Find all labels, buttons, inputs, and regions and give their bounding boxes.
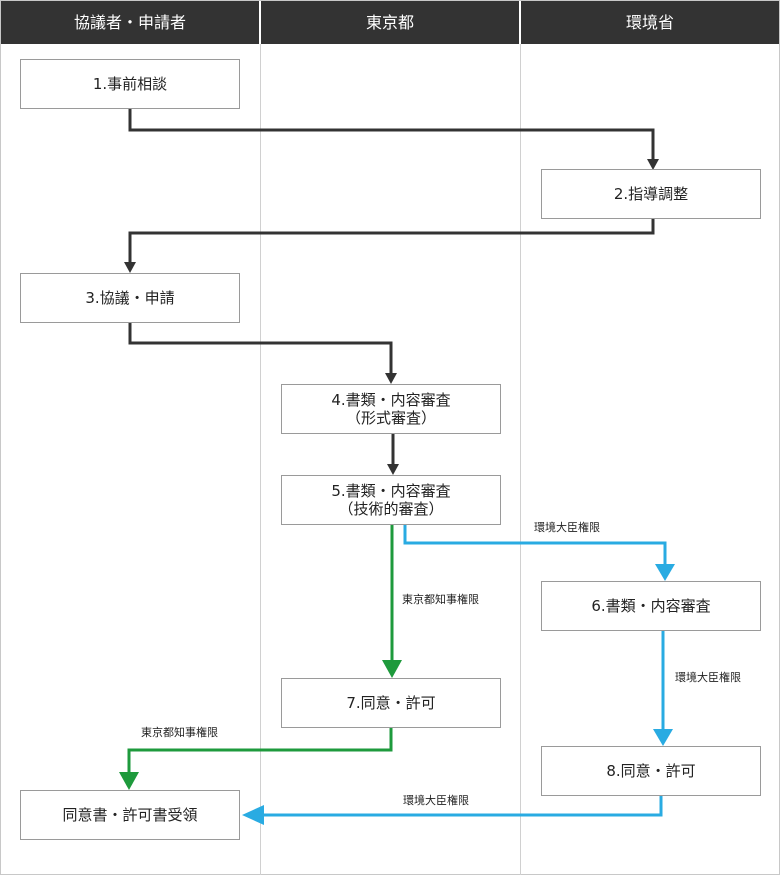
arrow-1-to-2 xyxy=(128,109,655,162)
step-1-box: 1.事前相談 xyxy=(20,59,240,109)
blue-arrowheads xyxy=(242,564,675,825)
step-1-label: 1.事前相談 xyxy=(92,75,168,93)
step-3-box: 3.協議・申請 xyxy=(20,273,240,323)
step-4-label: 4.書類・内容審査 xyxy=(331,391,451,409)
arrowhead-final-green xyxy=(119,772,139,790)
arrowhead-6 xyxy=(655,564,675,581)
label-env-authority-5-6: 環境大臣権限 xyxy=(534,521,600,534)
step-8-box: 8.同意・許可 xyxy=(541,746,761,796)
label-tokyo-authority-7-final: 東京都知事権限 xyxy=(141,726,218,739)
step-5-label: 5.書類・内容審査 xyxy=(331,482,451,500)
label-env-authority-8-final: 環境大臣権限 xyxy=(403,794,469,807)
black-arrowheads xyxy=(124,159,659,475)
arrow-5-to-6 xyxy=(403,524,667,568)
step-3-label: 3.協議・申請 xyxy=(85,289,175,307)
arrowhead-5 xyxy=(387,464,399,475)
arrowhead-7 xyxy=(382,660,402,678)
lane-header-applicant: 協議者・申請者 xyxy=(1,1,259,44)
arrowhead-3 xyxy=(124,262,136,273)
arrowhead-final-blue xyxy=(242,805,264,825)
arrow-7-to-final xyxy=(127,728,393,775)
final-step-box: 同意書・許可書受領 xyxy=(20,790,240,840)
black-connectors xyxy=(128,109,655,467)
step-5-sublabel: （技術的審査） xyxy=(338,500,444,518)
step-8-label: 8.同意・許可 xyxy=(606,762,696,780)
arrow-3-to-4 xyxy=(128,322,393,376)
arrowhead-4 xyxy=(385,373,397,384)
arrowhead-2 xyxy=(647,159,659,170)
arrow-8-to-final xyxy=(262,796,663,817)
step-4-sublabel: （形式審査） xyxy=(345,409,436,427)
green-connectors xyxy=(127,524,394,775)
lane-header-env-ministry: 環境省 xyxy=(521,1,779,44)
lane-header-tokyo: 東京都 xyxy=(261,1,519,44)
step-7-label: 7.同意・許可 xyxy=(346,694,436,712)
step-6-box: 6.書類・内容審査 xyxy=(541,581,761,631)
step-2-box: 2.指導調整 xyxy=(541,169,761,219)
label-env-authority-6-8: 環境大臣権限 xyxy=(675,671,741,684)
step-6-label: 6.書類・内容審査 xyxy=(591,597,711,615)
arrow-2-to-3 xyxy=(128,218,655,266)
green-arrowheads xyxy=(119,660,402,790)
step-4-box: 4.書類・内容審査 （形式審査） xyxy=(281,384,501,434)
label-tokyo-authority-5-7: 東京都知事権限 xyxy=(402,593,479,606)
step-5-box: 5.書類・内容審査 （技術的審査） xyxy=(281,475,501,525)
final-step-label: 同意書・許可書受領 xyxy=(62,806,198,824)
step-2-label: 2.指導調整 xyxy=(613,185,689,203)
step-7-box: 7.同意・許可 xyxy=(281,678,501,728)
blue-connectors xyxy=(262,524,667,817)
arrowhead-8 xyxy=(653,729,673,746)
